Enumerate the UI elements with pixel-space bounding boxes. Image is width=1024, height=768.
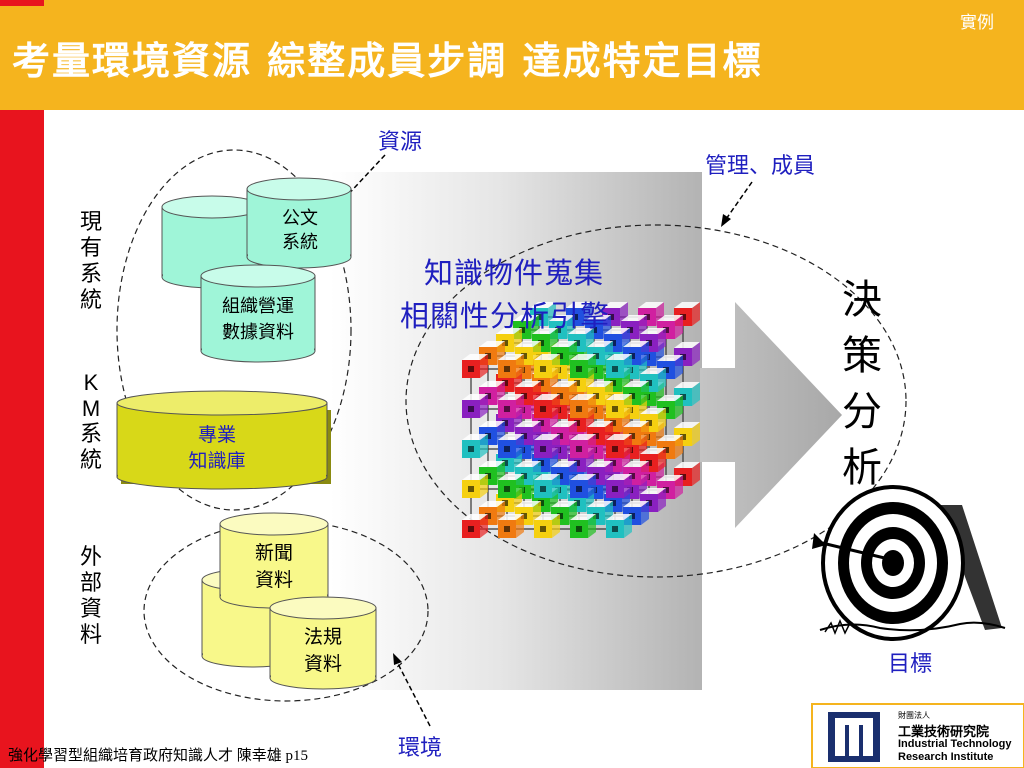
management-pointer-head <box>721 214 731 227</box>
arrow-in-target-icon <box>812 533 894 562</box>
engine-title-line2: 相關性分析引擎 <box>400 299 611 333</box>
regulations-label: 法規 資料 <box>303 626 342 675</box>
cube-node <box>462 474 488 498</box>
target-icon <box>819 485 1006 641</box>
environment-pointer-head <box>393 653 402 665</box>
cube-node <box>570 394 596 418</box>
cube-node <box>498 474 524 498</box>
cube-node <box>498 354 524 378</box>
decision-analysis-label: 決 策 分 析 <box>842 277 882 491</box>
management-members-label: 管理、成員 <box>705 154 816 179</box>
official-docs-label: 公文 系統 <box>282 208 318 253</box>
big-arrow <box>700 302 842 528</box>
logo-small-text: 財團法人 <box>898 711 930 720</box>
org-ops-label: 組織營運 數據資料 <box>222 296 294 343</box>
cylinder-regulations <box>269 596 377 690</box>
environment-label: 環境 <box>398 736 443 761</box>
cube-node <box>570 354 596 378</box>
cube-node <box>570 434 596 458</box>
page-title: 考量環境資源 綜整成員步調 達成特定目標 <box>12 38 763 83</box>
cube-node <box>606 394 632 418</box>
cube-node <box>570 514 596 538</box>
environment-pointer <box>394 657 431 727</box>
cube-node <box>498 394 524 418</box>
cube-node <box>606 514 632 538</box>
cube-node <box>606 474 632 498</box>
cylinder-back-cyan <box>161 195 263 289</box>
logo-name-en1: Industrial Technology <box>898 738 1012 750</box>
cube-node <box>534 394 560 418</box>
expert-kb-label: 專業 知識庫 <box>188 424 246 472</box>
cube-node <box>606 434 632 458</box>
cube-node <box>606 354 632 378</box>
resource-ellipse <box>116 149 352 511</box>
existing-system-label: 現 有 系 統 <box>79 210 102 313</box>
cube-node <box>462 394 488 418</box>
cylinder-expert-kb <box>116 390 331 490</box>
external-data-label: 外 部 資 料 <box>79 545 102 648</box>
target-label: 目標 <box>888 652 933 677</box>
resources-label: 資源 <box>378 130 423 155</box>
cylinder-org-ops <box>200 264 316 363</box>
cylinder-news <box>219 512 329 609</box>
slide-tag: 實例 <box>960 13 994 33</box>
cylinder-official-docs <box>246 177 352 269</box>
cube-node <box>462 354 488 378</box>
management-ellipse <box>405 224 907 578</box>
cube-node <box>498 514 524 538</box>
km-system-label: K M 系 統 <box>79 370 102 473</box>
engine-title-line1: 知識物件蒐集 <box>424 256 605 290</box>
left-red-bar <box>0 0 44 768</box>
cube-node <box>462 514 488 538</box>
news-label: 新聞 資料 <box>254 542 293 591</box>
cube-node <box>462 434 488 458</box>
management-pointer <box>723 181 753 223</box>
header-bar-overlay <box>0 0 1024 110</box>
cube-node <box>570 474 596 498</box>
knowledge-cube <box>462 302 700 538</box>
logo-name-en2: Research Institute <box>898 751 994 763</box>
cube-node <box>534 474 560 498</box>
footer-citation: 強化學習型組織培育政府知識人才 陳幸雄 p15 <box>8 748 309 764</box>
cube-node <box>534 514 560 538</box>
cube-node <box>534 354 560 378</box>
itri-logo-icon <box>828 712 880 762</box>
cube-node <box>498 434 524 458</box>
logo-name-zh: 工業技術研究院 <box>898 725 990 740</box>
left-red-corner <box>0 0 44 6</box>
cube-node <box>534 434 560 458</box>
